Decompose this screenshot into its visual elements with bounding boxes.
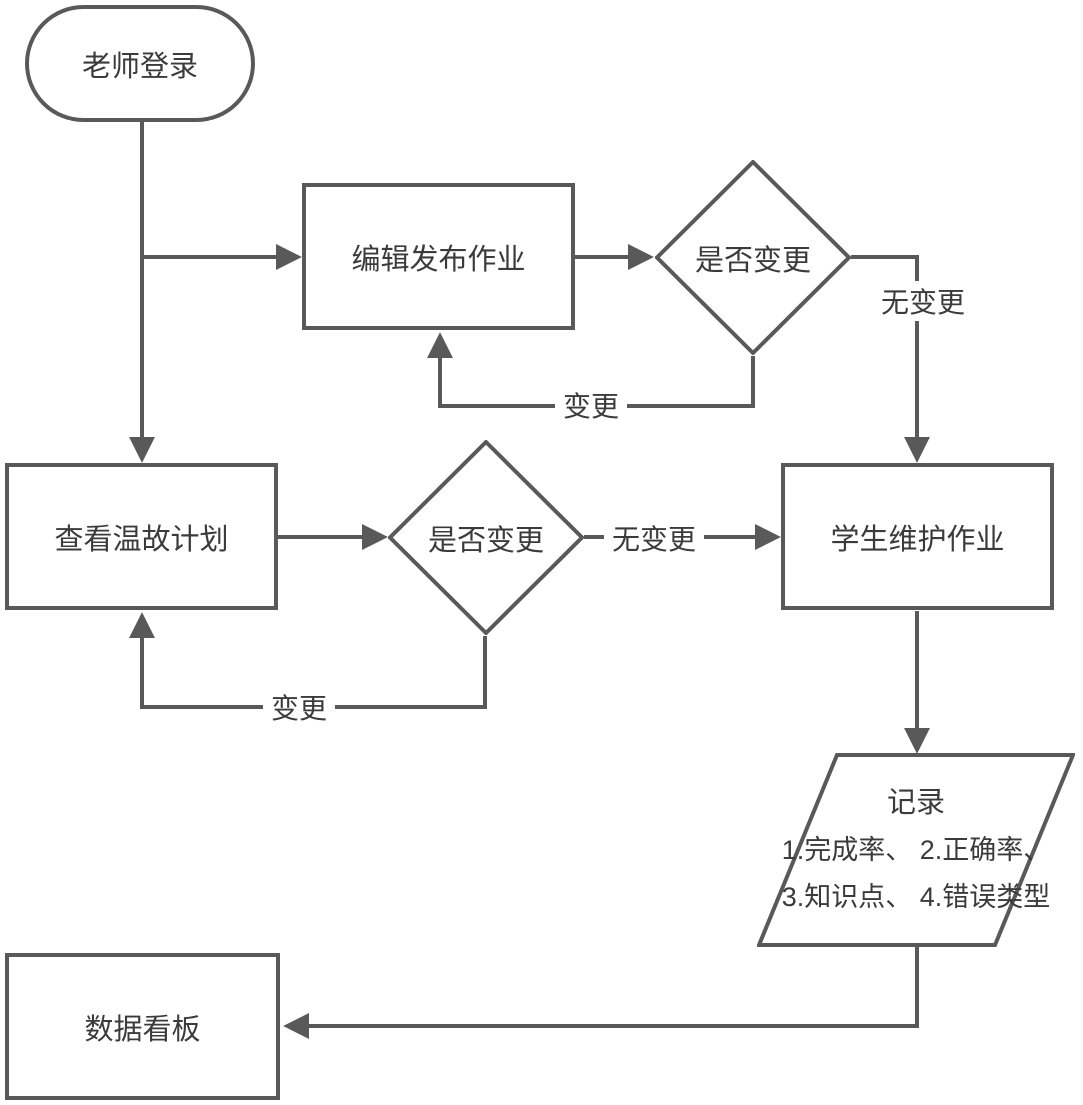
node-view-review-plan: 查看温故计划 [5,463,278,610]
edge-label-plan-change: 变更 [262,687,336,727]
node-student-maintain-label: 学生维护作业 [830,523,1005,556]
edge-label-publish-change: 变更 [554,385,628,425]
edge-decision-publish-no-change-to-student [851,255,930,463]
node-decision-publish: 是否变更 [655,160,851,355]
edge-label-publish-no-change: 无变更 [872,281,974,321]
node-data-dashboard: 数据看板 [5,953,280,1100]
node-edit-publish-label: 编辑发布作业 [351,243,526,276]
node-edit-publish: 编辑发布作业 [302,183,575,330]
node-decision-plan-label: 是否变更 [427,524,544,557]
node-start-terminator: 老师登录 [25,5,255,122]
node-record-line2: 3.知识点、 4.错误类型 [781,881,1051,912]
node-data-dashboard-label: 数据看板 [84,1013,201,1046]
node-view-review-plan-label: 查看温故计划 [54,523,229,556]
node-decision-publish-label: 是否变更 [694,244,811,277]
node-record: 记录 1.完成率、 2.正确率、 3.知识点、 4.错误类型 [757,753,1075,947]
node-student-maintain: 学生维护作业 [781,463,1054,610]
diamond-shape [388,440,584,635]
node-decision-plan: 是否变更 [388,440,584,635]
node-start-label: 老师登录 [81,50,198,83]
parallelogram-shape [757,753,1075,947]
edge-label-plan-no-change: 无变更 [603,518,705,558]
node-record-line1: 1.完成率、 2.正确率、 [781,834,1051,865]
diamond-shape [655,160,851,355]
edge-record-to-dashboard [283,947,919,1039]
node-record-title: 记录 [886,786,945,819]
node-record-text: 记录 1.完成率、 2.正确率、 3.知识点、 4.错误类型 [782,780,1051,921]
